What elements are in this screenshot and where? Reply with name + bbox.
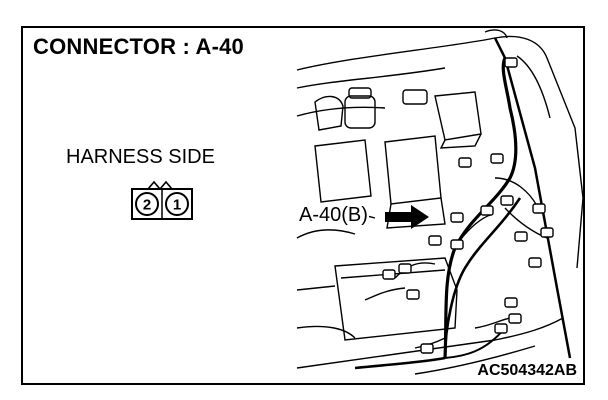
pin-2-label: 2 (143, 197, 151, 214)
connector-pin-diagram-icon: 2 1 (131, 180, 193, 220)
pointer-arrow-icon (385, 205, 429, 229)
harness-side-label: HARNESS SIDE (66, 146, 215, 168)
connector-callout-label: A-40(B) (298, 204, 369, 227)
pin-1-label: 1 (173, 197, 181, 214)
diagram-frame: CONNECTOR : A-40 HARNESS SIDE 2 1 (21, 26, 585, 385)
engine-bay-illustration-icon (296, 29, 584, 375)
figure-code: AC504342AB (477, 362, 577, 379)
connector-title: CONNECTOR : A-40 (33, 34, 244, 59)
